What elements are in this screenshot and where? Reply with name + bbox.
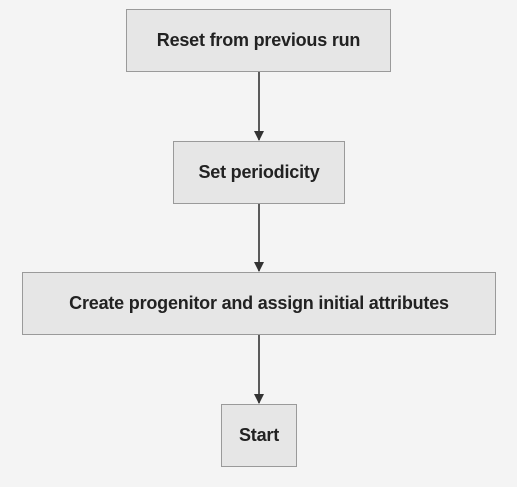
- node-reset-from-previous-run: Reset from previous run: [126, 9, 391, 72]
- node-label: Reset from previous run: [156, 30, 361, 50]
- node-start: Start: [221, 404, 297, 467]
- node-create-progenitor: Create progenitor and assign initial att…: [22, 272, 496, 335]
- node-set-periodicity: Set periodicity: [173, 141, 345, 204]
- node-label: Set periodicity: [198, 162, 320, 182]
- node-label: Create progenitor and assign initial att…: [69, 293, 449, 313]
- node-label: Start: [238, 425, 279, 445]
